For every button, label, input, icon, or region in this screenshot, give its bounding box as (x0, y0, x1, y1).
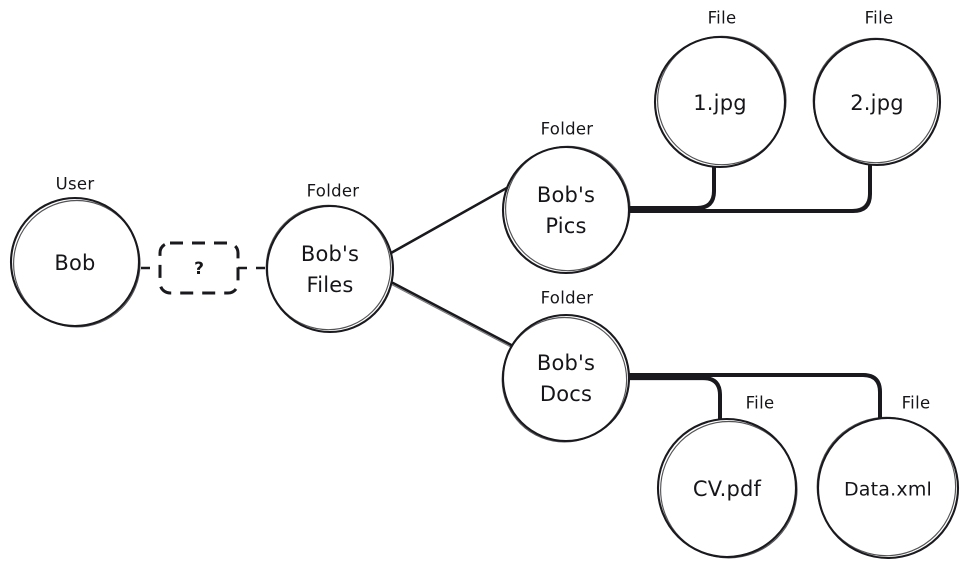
node-file-2-jpg-sketch-stroke (812, 37, 939, 164)
node-file-data-xml-type-label: File (902, 394, 931, 413)
node-bobs-pics-shape[interactable] (501, 145, 631, 275)
node-bobs-pics-type-label: Folder (541, 120, 594, 139)
node-file-1-jpg-sketch-stroke (657, 35, 787, 166)
placeholder-layer: ? (158, 241, 240, 295)
node-bobs-pics-sketch-stroke (505, 145, 631, 272)
node-bobs-files-type-label: Folder (307, 182, 360, 201)
node-bobs-pics-label-line2: Pics (545, 214, 586, 238)
edges-layer (141, 164, 882, 424)
node-bobs-files-shape[interactable] (265, 204, 395, 334)
edge-bobs-files-to-bobs-pics-sketch-stroke (391, 183, 514, 253)
node-file-cv-pdf-label: CV.pdf (693, 477, 762, 501)
node-bobs-docs-sketch-stroke (501, 316, 628, 443)
node-file-data-xml-shape[interactable] (816, 416, 960, 560)
node-file-1-jpg-type-label: File (708, 9, 737, 28)
node-bobs-files-label-line2: Files (306, 273, 353, 297)
edge-bobs-docs-to-cv-pdf (627, 376, 722, 423)
edge-bobs-pics-to-2-jpg-sketch-stroke (627, 164, 870, 211)
node-file-2-jpg[interactable]: File 2.jpg (812, 9, 942, 167)
node-file-1-jpg-shape[interactable] (653, 35, 787, 169)
edge-bobs-docs-to-cv-pdf-sketch-stroke (629, 379, 722, 424)
node-file-data-xml-label: Data.xml (844, 479, 932, 501)
node-bobs-docs-type-label: Folder (541, 289, 594, 308)
node-bob-sketch-stroke (13, 199, 141, 328)
node-bobs-docs-label-line1: Bob's (537, 351, 595, 375)
edge-bobs-files-to-bobs-docs-sketch-stroke (391, 284, 517, 351)
node-file-cv-pdf-sketch-stroke (660, 420, 798, 559)
node-file-2-jpg-shape[interactable] (812, 37, 942, 167)
node-bob-type-label: User (56, 175, 95, 194)
node-file-cv-pdf-type-label: File (746, 394, 775, 413)
edge-bobs-pics-to-2-jpg (627, 164, 872, 213)
nodes-layer: UserBobFolderBob'sFilesFolderBob'sPicsFo… (9, 9, 960, 560)
edge-bobs-pics-to-1-jpg (627, 164, 716, 210)
node-file-2-jpg-label: 2.jpg (850, 91, 904, 115)
node-bob-label: Bob (54, 251, 95, 275)
node-file-2-jpg-type-label: File (865, 9, 894, 28)
node-bobs-files-label-line1: Bob's (301, 242, 359, 266)
node-bob-shape[interactable] (9, 196, 141, 328)
node-bobs-docs-label-line2: Docs (540, 382, 592, 406)
unknown-relation-box[interactable] (158, 241, 240, 295)
node-bobs-docs-shape[interactable] (501, 313, 631, 443)
unknown-relation-label: ? (194, 259, 204, 279)
node-file-cv-pdf-shape[interactable] (656, 417, 798, 559)
node-file-1-jpg[interactable]: File 1.jpg (653, 9, 787, 169)
edge-bobs-pics-to-1-jpg-sketch-stroke (629, 164, 716, 208)
node-bobs-files-sketch-stroke (265, 204, 392, 331)
node-bobs-pics-label-line1: Bob's (537, 183, 595, 207)
edge-bobs-docs-to-data-xml-sketch-stroke (627, 373, 880, 421)
node-file-data-xml-sketch-stroke (816, 416, 957, 557)
node-file-1-jpg-label: 1.jpg (693, 91, 747, 115)
edge-bobs-files-to-bobs-docs (391, 281, 519, 350)
